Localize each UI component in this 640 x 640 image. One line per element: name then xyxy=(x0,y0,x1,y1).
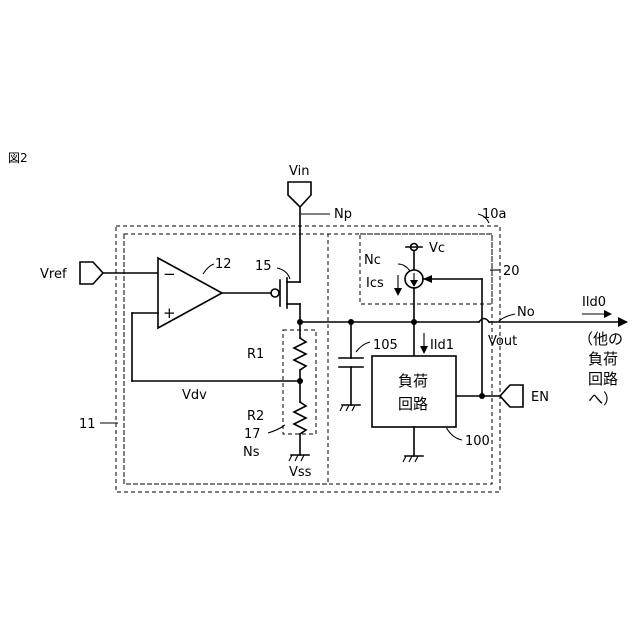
ref-12-leader xyxy=(203,264,214,274)
label-10a: 10a xyxy=(482,207,507,222)
label-ild1: Ild1 xyxy=(430,338,454,353)
label-r2: R2 xyxy=(247,409,264,424)
label-20: 20 xyxy=(503,264,520,279)
no-leader xyxy=(499,314,515,321)
resistor-r2-icon xyxy=(294,402,306,434)
figure-label: 図2 xyxy=(8,151,28,165)
ref-17-leader xyxy=(268,425,285,433)
label-12: 12 xyxy=(215,257,232,272)
label-11: 11 xyxy=(79,417,96,432)
label-ns: Ns xyxy=(243,445,260,460)
load-ground-hatch-3 xyxy=(415,456,418,462)
label-17: 17 xyxy=(244,427,261,442)
cap-ground-hatch-1 xyxy=(340,405,343,411)
boundary-20 xyxy=(360,234,492,304)
load-circuit-label-1: 負荷 xyxy=(398,372,428,390)
vss-ground-hatch-1 xyxy=(289,455,292,461)
label-105: 105 xyxy=(373,338,398,353)
nc-leader xyxy=(398,264,410,271)
ref-105-leader xyxy=(356,342,370,352)
label-vout: Vout xyxy=(488,334,517,349)
ref-15-leader xyxy=(277,268,290,279)
ics-arrow-icon xyxy=(394,288,402,296)
label-opamp-plus: + xyxy=(163,304,176,322)
load-ground-hatch-2 xyxy=(409,456,412,462)
label-vss: Vss xyxy=(289,465,312,480)
vref-terminal-icon xyxy=(80,262,103,284)
label-ild0: Ild0 xyxy=(582,295,606,310)
ild0-arrow-icon xyxy=(604,310,612,318)
label-100: 100 xyxy=(465,434,490,449)
pmos-gate-bubble xyxy=(271,289,279,297)
vss-ground-hatch-2 xyxy=(295,455,298,461)
other-load-label-2: 負荷 xyxy=(588,350,618,368)
other-load-label-1: （他の xyxy=(578,330,623,348)
label-15: 15 xyxy=(255,259,272,274)
other-load-label-3: 回路 xyxy=(588,370,618,388)
other-load-label-4: へ） xyxy=(588,390,618,408)
label-vref: Vref xyxy=(40,267,67,282)
label-en: EN xyxy=(531,390,549,405)
resistor-r1-icon xyxy=(294,338,306,370)
vss-ground-hatch-3 xyxy=(301,455,304,461)
enable-control-arrow-icon xyxy=(423,275,432,283)
label-opamp-minus: − xyxy=(163,265,176,283)
ref-100-leader xyxy=(446,427,462,440)
junction-vout-divider xyxy=(297,319,303,325)
load-circuit-label-2: 回路 xyxy=(398,395,428,413)
label-vin: Vin xyxy=(289,164,309,179)
label-np: Np xyxy=(334,207,352,222)
cap-ground-hatch-3 xyxy=(352,405,355,411)
label-r1: R1 xyxy=(247,347,264,362)
load-circuit-box xyxy=(372,356,456,427)
vin-terminal-icon xyxy=(288,182,311,207)
load-ground-hatch-1 xyxy=(403,456,406,462)
junction-vdv xyxy=(297,378,303,384)
label-ics: Ics xyxy=(366,276,384,291)
label-vdv: Vdv xyxy=(182,388,207,403)
vout-arrow-icon xyxy=(618,317,628,327)
vout-crossover xyxy=(479,319,489,323)
en-terminal-icon xyxy=(500,385,523,407)
label-vc: Vc xyxy=(429,241,445,256)
cap-ground-hatch-2 xyxy=(346,405,349,411)
label-nc: Nc xyxy=(364,253,381,268)
label-no: No xyxy=(517,305,535,320)
ild1-arrow-icon xyxy=(420,346,428,354)
